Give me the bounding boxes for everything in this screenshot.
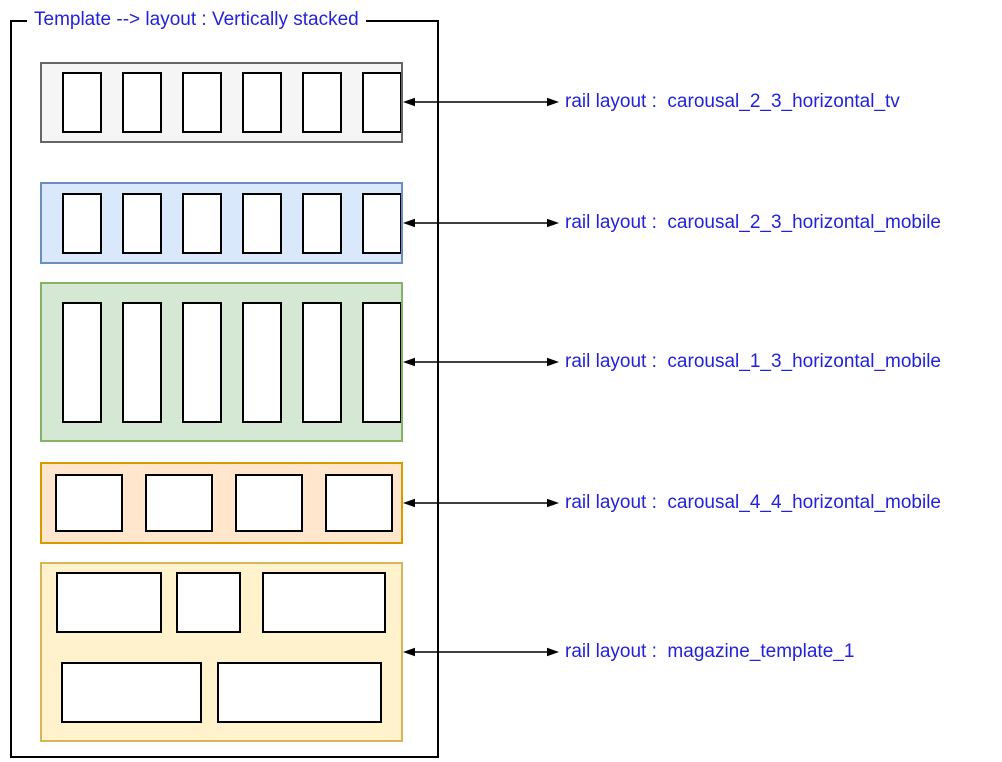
rail-carousal_2_3_horizontal_tv	[40, 62, 403, 143]
rail-carousal_2_3_horizontal_mobile	[40, 182, 403, 264]
card-placeholder	[182, 301, 222, 423]
card-placeholder	[262, 572, 386, 633]
card-placeholder	[61, 662, 202, 723]
card-placeholder	[55, 474, 123, 532]
card-placeholder	[182, 192, 222, 254]
card-placeholder	[302, 72, 342, 133]
rail-carousal_4_4_horizontal_mobile	[40, 462, 403, 544]
card-placeholder	[145, 474, 213, 532]
magazine-row	[61, 662, 401, 723]
template-title: Template --> layout : Vertically stacked	[27, 8, 366, 32]
card-placeholder	[122, 192, 162, 254]
rail-magazine_template_1	[40, 562, 403, 742]
card-placeholder	[362, 72, 401, 133]
card-placeholder	[235, 474, 303, 532]
card-placeholder	[56, 572, 162, 633]
card-placeholder	[176, 572, 241, 633]
rail-carousal_1_3_horizontal_mobile	[40, 282, 403, 442]
card-placeholder	[362, 301, 401, 423]
card-placeholder	[242, 72, 282, 133]
rail-label-carousal_2_3_horizontal_tv: rail layout : carousal_2_3_horizontal_tv	[565, 91, 900, 112]
card-placeholder	[62, 72, 102, 133]
card-placeholder	[62, 192, 102, 254]
card-placeholder	[302, 301, 342, 423]
rail-label-carousal_1_3_horizontal_mobile: rail layout : carousal_1_3_horizontal_mo…	[565, 351, 942, 372]
card-placeholder	[122, 301, 162, 423]
card-placeholder	[242, 301, 282, 423]
rail-label-carousal_4_4_horizontal_mobile: rail layout : carousal_4_4_horizontal_mo…	[565, 492, 942, 513]
card-placeholder	[325, 474, 393, 532]
rail-label-magazine_template_1: rail layout : magazine_template_1	[565, 641, 855, 662]
card-placeholder	[122, 72, 162, 133]
magazine-row	[56, 572, 401, 633]
card-placeholder	[62, 301, 102, 423]
card-placeholder	[182, 72, 222, 133]
card-placeholder	[217, 662, 382, 723]
card-placeholder	[302, 192, 342, 254]
rail-label-carousal_2_3_horizontal_mobile: rail layout : carousal_2_3_horizontal_mo…	[565, 212, 942, 233]
card-placeholder	[242, 192, 282, 254]
card-placeholder	[362, 192, 401, 254]
